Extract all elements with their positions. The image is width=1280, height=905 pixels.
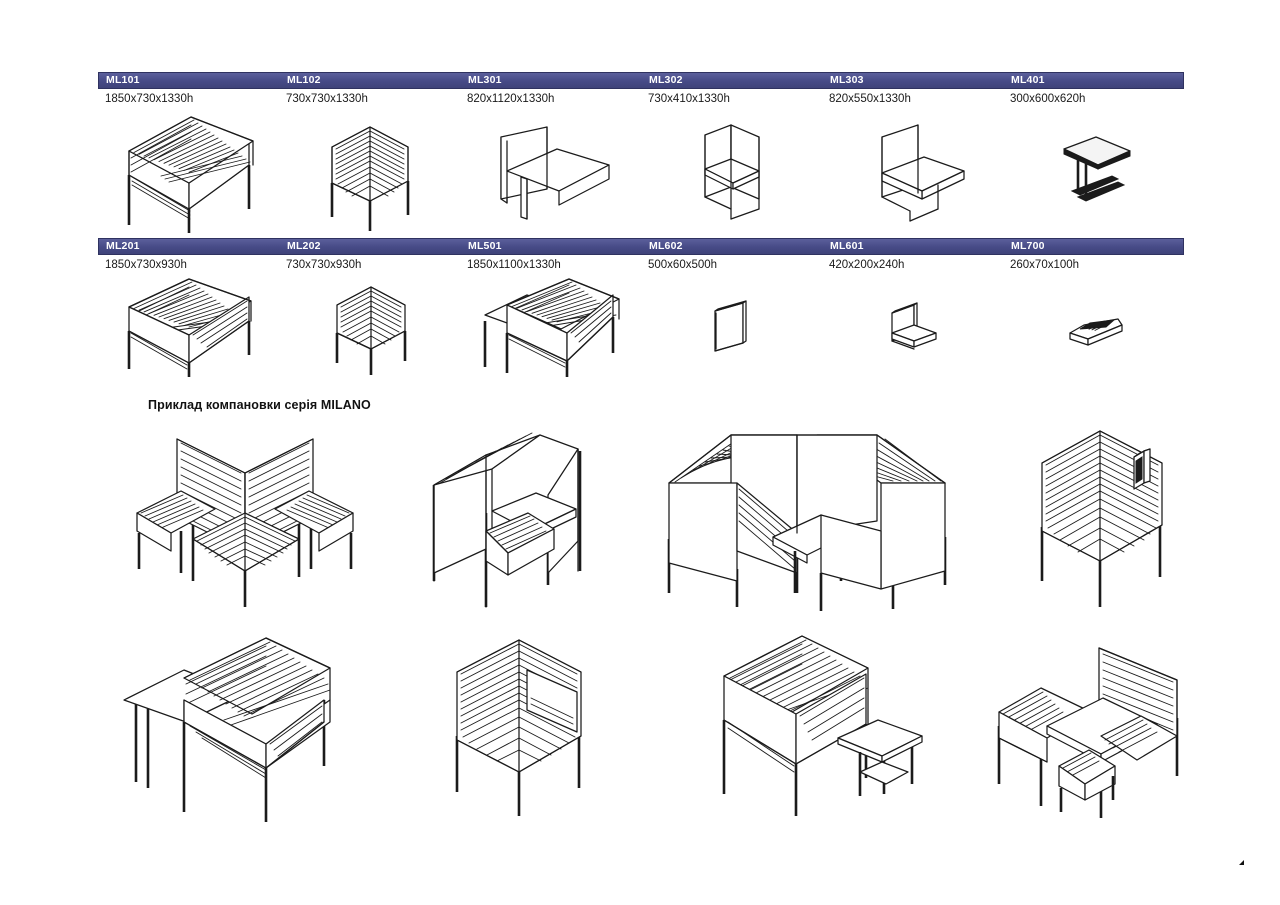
composition-grid — [98, 418, 1238, 828]
code-header-bar-2: ML201 ML202 ML501 ML602 ML601 ML700 — [98, 238, 1184, 255]
product-figure-ml102 — [279, 111, 460, 237]
product-figure-ml501 — [460, 277, 641, 377]
composition-title: Приклад компановки серія MILANO — [148, 398, 371, 412]
product-code-ml102: ML102 — [287, 74, 321, 86]
product-figure-ml700 — [1003, 277, 1184, 377]
composition-figure-booth-sofa-table-chair — [953, 623, 1238, 828]
product-code-ml201: ML201 — [106, 240, 140, 252]
product-figure-ml101 — [98, 111, 279, 237]
product-code-ml501: ML501 — [468, 240, 502, 252]
product-figure-ml301 — [460, 111, 641, 237]
catalogue-row-2: ML201 ML202 ML501 ML602 ML601 ML700 1850… — [98, 238, 1184, 377]
catalogue-row-1: ML101 ML102 ML301 ML302 ML303 ML401 1850… — [98, 72, 1184, 237]
page-corner-mark — [1239, 860, 1244, 865]
composition-row-2 — [98, 623, 1238, 828]
product-code-ml601: ML601 — [830, 240, 864, 252]
product-dimensions-ml700: 260x70x100h — [1010, 259, 1080, 271]
product-dimensions-ml401: 300x600x620h — [1010, 93, 1086, 105]
code-header-bar-1: ML101 ML102 ML301 ML302 ML303 ML401 — [98, 72, 1184, 89]
composition-row-1 — [98, 418, 1238, 623]
product-code-ml302: ML302 — [649, 74, 683, 86]
composition-figure-sofa-with-side-table-right — [668, 623, 953, 828]
product-code-ml101: ML101 — [106, 74, 140, 86]
composition-figure-booth-double-with-table — [645, 418, 965, 623]
product-figure-ml302 — [641, 111, 822, 237]
composition-figure-cluster-cross-four-way — [98, 418, 371, 623]
product-code-ml700: ML700 — [1011, 240, 1045, 252]
figure-row-1 — [98, 111, 1184, 237]
product-dimensions-ml202: 730x730x930h — [286, 259, 362, 271]
composition-figure-booth-single-with-table — [371, 418, 644, 623]
product-code-ml303: ML303 — [830, 74, 864, 86]
product-code-ml602: ML602 — [649, 240, 683, 252]
product-dimensions-ml102: 730x730x1330h — [286, 93, 368, 105]
figure-row-2 — [98, 277, 1184, 377]
composition-figure-armchair-high-with-panel — [383, 623, 668, 828]
product-figure-ml201 — [98, 277, 279, 377]
composition-figure-armchair-booth-with-socket — [965, 418, 1238, 623]
product-dimensions-ml601: 420x200x240h — [829, 259, 905, 271]
product-dimensions-ml301: 820x1120x1330h — [467, 93, 555, 105]
product-dimensions-ml303: 820x550x1330h — [829, 93, 911, 105]
product-dimensions-ml201: 1850x730x930h — [105, 259, 187, 271]
product-code-ml301: ML301 — [468, 74, 502, 86]
product-figure-ml401 — [1003, 111, 1184, 237]
product-code-ml202: ML202 — [287, 240, 321, 252]
product-figure-ml602 — [641, 277, 822, 377]
product-figure-ml601 — [822, 277, 1003, 377]
product-dimensions-ml602: 500x60x500h — [648, 259, 718, 271]
product-dimensions-ml501: 1850x1100x1330h — [467, 259, 561, 271]
product-dimensions-ml101: 1850x730x1330h — [105, 93, 194, 105]
product-dimensions-ml302: 730x410x1330h — [648, 93, 730, 105]
product-figure-ml202 — [279, 277, 460, 377]
dimension-row-1: 1850x730x1330h 730x730x1330h 820x1120x13… — [98, 89, 1184, 111]
product-code-ml401: ML401 — [1011, 74, 1045, 86]
dimension-row-2: 1850x730x930h 730x730x930h 1850x1100x133… — [98, 255, 1184, 277]
composition-figure-sofa-with-side-table-left — [98, 623, 383, 828]
product-figure-ml303 — [822, 111, 1003, 237]
